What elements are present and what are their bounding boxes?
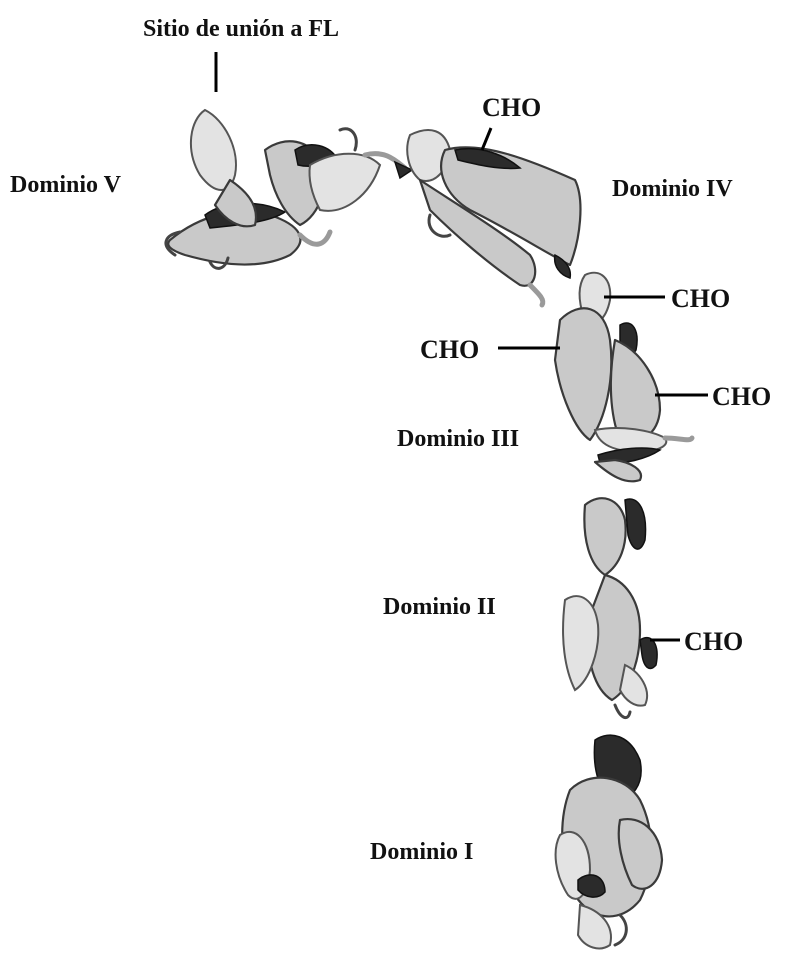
domain-ii-label: Dominio II — [383, 594, 496, 620]
binding-site-label: Sitio de unión a FL — [143, 16, 339, 42]
cho-domain-iii-left-label: CHO — [420, 335, 479, 364]
domain-iii-label: Dominio III — [397, 426, 519, 452]
cho-domain-iii-right-top-label: CHO — [671, 284, 730, 313]
domain-i-label: Dominio I — [370, 839, 473, 865]
domain-iv-structure — [407, 130, 580, 305]
domain-i-structure — [556, 735, 662, 948]
cho-iv-leader — [482, 128, 491, 150]
domain-iv-label: Dominio IV — [612, 176, 733, 202]
domain-v-label: Dominio V — [10, 172, 122, 198]
cho-domain-iii-right-bottom-label: CHO — [712, 382, 771, 411]
cho-domain-iv-label: CHO — [482, 93, 541, 122]
cho-domain-ii-label: CHO — [684, 627, 743, 656]
domain-ii-structure — [563, 498, 657, 717]
domain-v-structure — [166, 110, 412, 268]
